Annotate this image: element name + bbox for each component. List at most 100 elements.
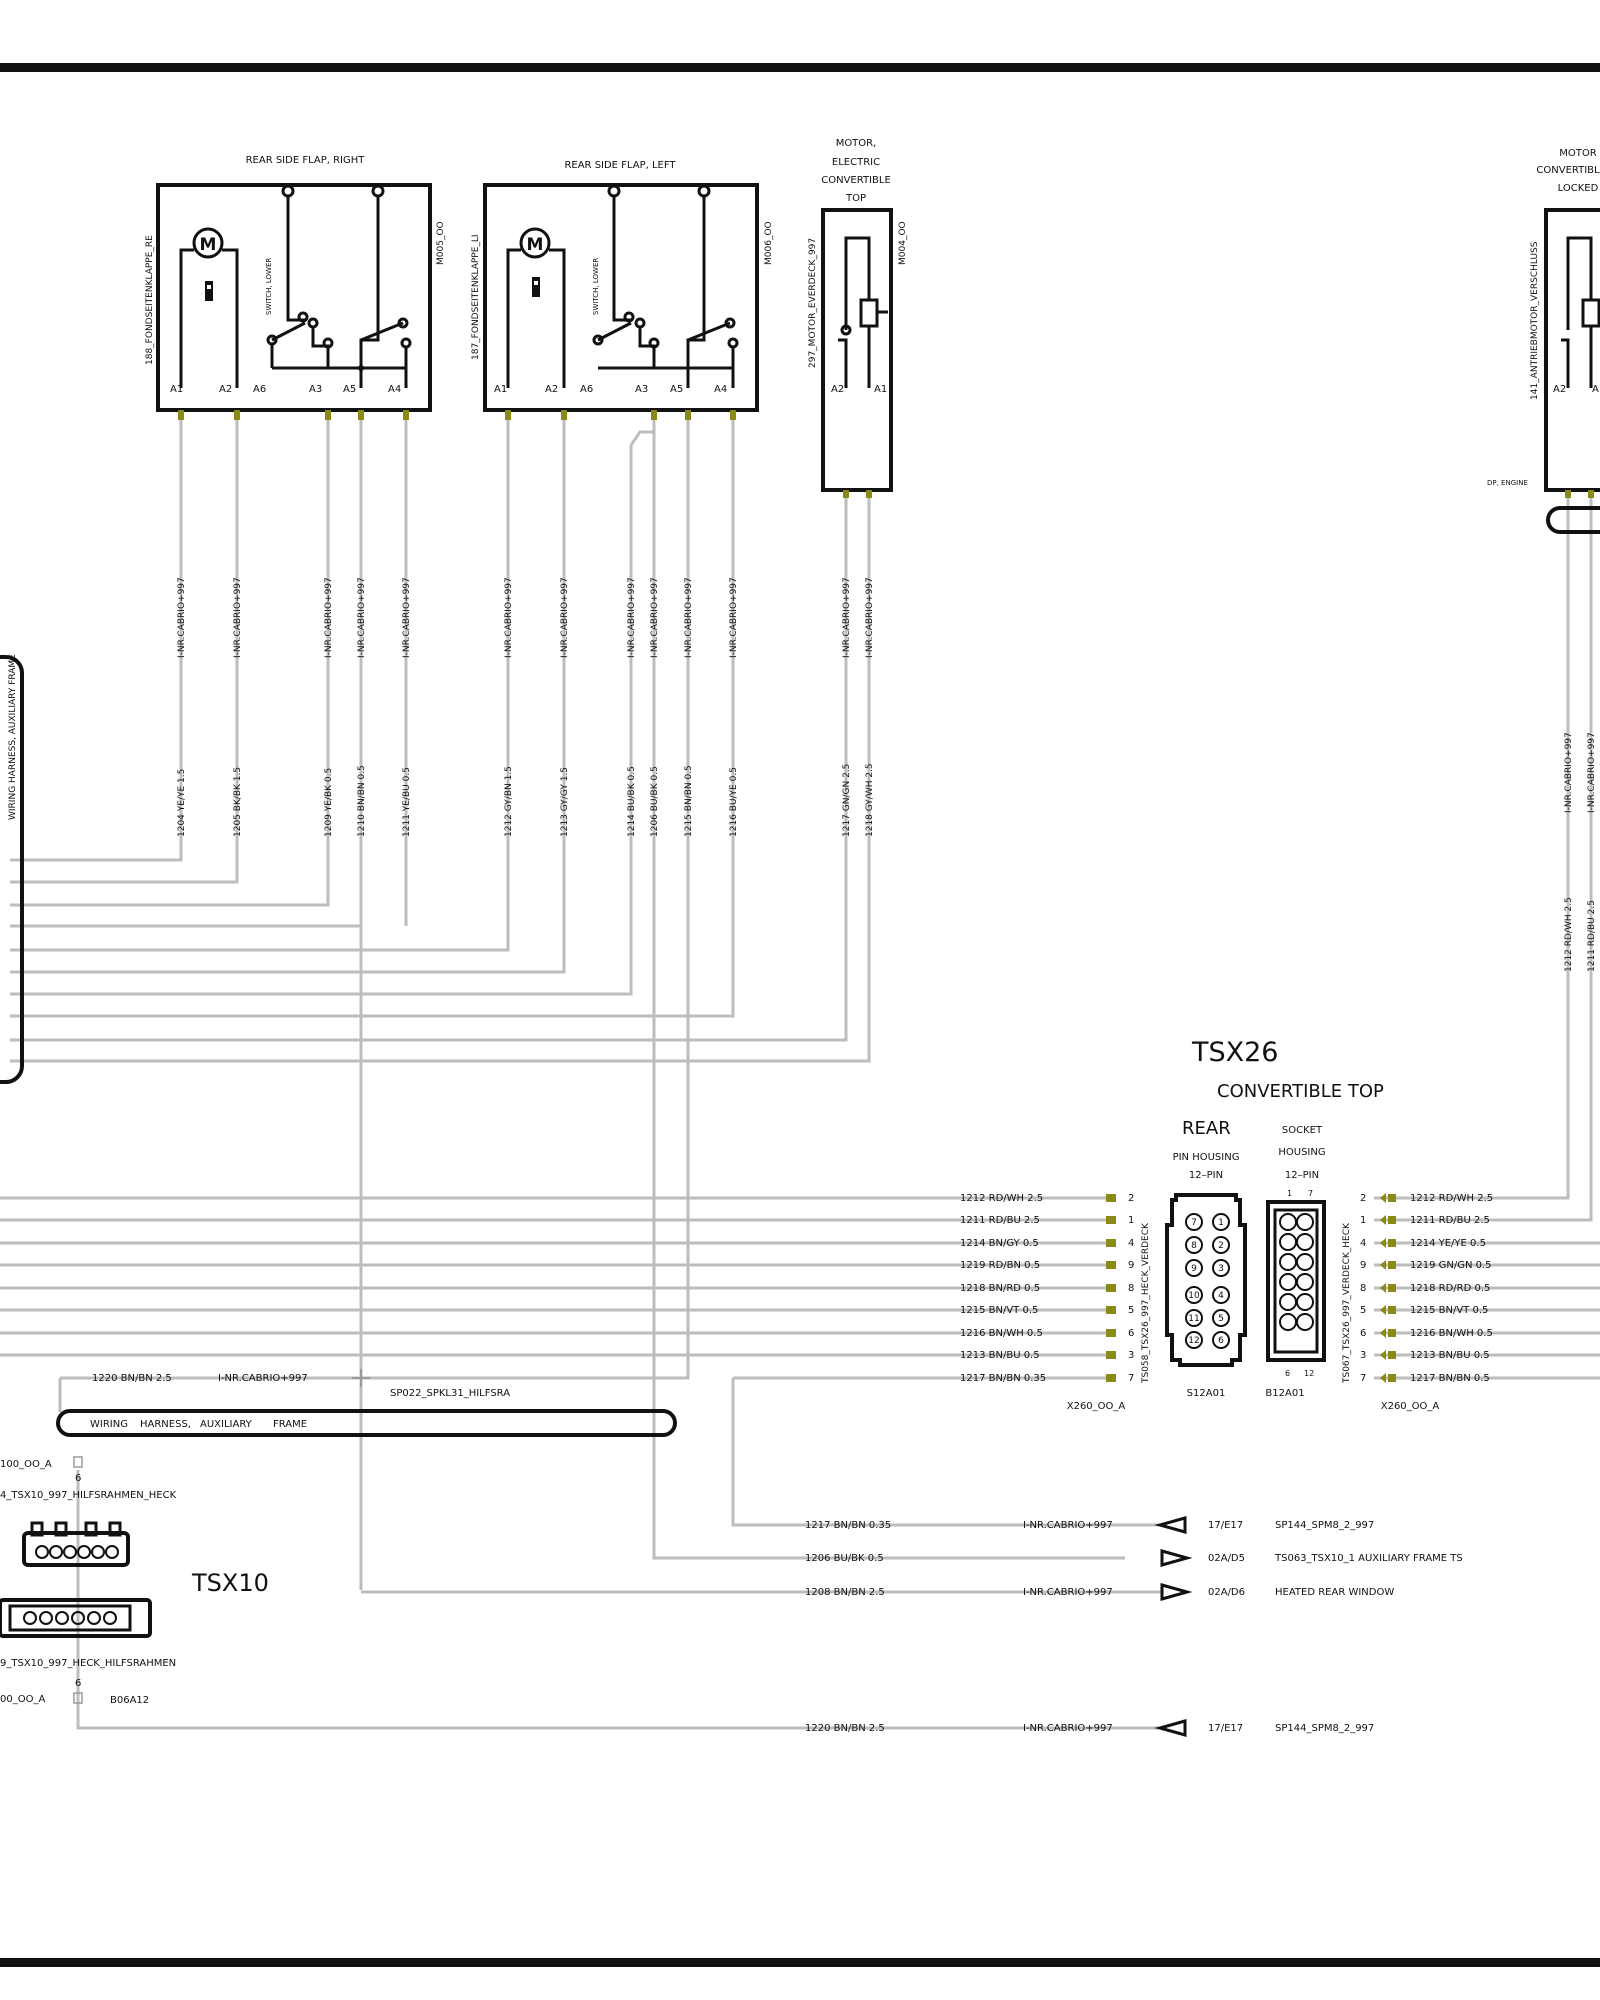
svg-text:S12A01: S12A01 <box>1187 1388 1226 1399</box>
svg-text:1209 YE/BK 0.5: 1209 YE/BK 0.5 <box>324 768 334 837</box>
svg-text:2: 2 <box>1128 1193 1134 1204</box>
svg-text:10: 10 <box>1188 1291 1200 1301</box>
svg-text:6: 6 <box>1218 1336 1224 1346</box>
svg-text:FRAME: FRAME <box>273 1419 307 1430</box>
motor-icon: M <box>506 227 566 388</box>
svg-text:1217 BN/BN 0.5: 1217 BN/BN 0.5 <box>1410 1373 1490 1384</box>
svg-text:4: 4 <box>1128 1238 1134 1249</box>
switch-symbol <box>592 184 739 388</box>
svg-text:17/E17: 17/E17 <box>1208 1723 1243 1734</box>
svg-text:1206 BU/BK 0.5: 1206 BU/BK 0.5 <box>650 766 660 837</box>
bottom-frame-bar <box>0 1958 1600 1967</box>
svg-text:AUXILIARY: AUXILIARY <box>200 1419 253 1430</box>
top-frame-bar <box>0 63 1600 72</box>
svg-text:1212 GY/BN 1.5: 1212 GY/BN 1.5 <box>504 766 514 837</box>
svg-text:1214 BN/GY 0.5: 1214 BN/GY 0.5 <box>960 1238 1039 1249</box>
svg-text:A2: A2 <box>831 384 844 395</box>
flap-right-box <box>156 183 432 412</box>
tsx10-upper-plug <box>22 1521 130 1567</box>
tsx26-connector: TSX26 CONVERTIBLE TOP REAR PIN HOUSING 1… <box>960 1037 1493 1412</box>
svg-text:9: 9 <box>1360 1260 1366 1271</box>
svg-text:9_TSX10_997_HECK_HILFSRAHMEN: 9_TSX10_997_HECK_HILFSRAHMEN <box>0 1658 176 1669</box>
tsx26-row: 1219 RD/BN 0.5 9 9 1219 GN/GN 0.5 <box>960 1260 1492 1271</box>
svg-text:1215 BN/VT 0.5: 1215 BN/VT 0.5 <box>1410 1305 1488 1316</box>
flap-left-pins: A1 A2 A6 A3 A5 A4 <box>494 384 736 420</box>
svg-text:A4: A4 <box>388 384 401 395</box>
switch-symbol <box>266 184 412 388</box>
svg-text:M004_OO: M004_OO <box>898 221 908 265</box>
svg-text:02A/D5: 02A/D5 <box>1208 1553 1245 1564</box>
svg-text:I-NR.CABRIO+997: I-NR.CABRIO+997 <box>627 577 637 658</box>
component-flap-left: REAR SIDE FLAP, LEFT 187_FONDSEITENKLAPP… <box>471 160 774 420</box>
splice-labels: 1220 BN/BN 2.5 I-NR.CABRIO+997 SP022_SPK… <box>92 1373 510 1399</box>
svg-text:LOCKED: LOCKED <box>1558 183 1599 194</box>
wire-label-1204-code: 1204 YE/YE 1.5 <box>177 769 187 837</box>
component-motor-lock: MOTOR CONVERTIBL LOCKED 141_ANTRIEBMOTOR… <box>1487 148 1600 534</box>
svg-text:1215 BN/VT 0.5: 1215 BN/VT 0.5 <box>960 1305 1038 1316</box>
svg-text:A2: A2 <box>545 384 558 395</box>
svg-text:1213 BN/BU 0.5: 1213 BN/BU 0.5 <box>1410 1350 1490 1361</box>
svg-text:1211 RD/BU 2.5: 1211 RD/BU 2.5 <box>1587 900 1597 972</box>
socket-housing-symbol: 1 7 6 12 <box>1266 1189 1326 1378</box>
flap-left-ref: M006_OO <box>764 221 774 265</box>
tsx26-subtitle: CONVERTIBLE TOP <box>1217 1081 1384 1102</box>
svg-text:1213 GY/GY 1.5: 1213 GY/GY 1.5 <box>560 767 570 837</box>
svg-text:6: 6 <box>75 1678 81 1689</box>
svg-text:4_TSX10_997_HILFSRAHMEN_HECK: 4_TSX10_997_HILFSRAHMEN_HECK <box>0 1490 177 1501</box>
svg-text:6: 6 <box>1285 1369 1290 1378</box>
motor-top-box <box>821 208 893 492</box>
svg-text:17/E17: 17/E17 <box>1208 1520 1243 1531</box>
svg-text:TS063_TSX10_1 AUXILIARY FRAME: TS063_TSX10_1 AUXILIARY FRAME TS <box>1274 1553 1463 1564</box>
svg-text:2: 2 <box>1218 1241 1224 1251</box>
reference-row: 1217 BN/BN 0.35 I-NR.CABRIO+997 17/E17 S… <box>805 1516 1374 1534</box>
svg-text:SOCKET: SOCKET <box>1282 1125 1323 1136</box>
svg-text:A6: A6 <box>580 384 593 395</box>
flap-left-side-label: 187_FONDSEITENKLAPPE_LI <box>471 234 481 360</box>
svg-text:12–PIN: 12–PIN <box>1285 1170 1319 1181</box>
tsx10-connector: 100_OO_A 6 4_TSX10_997_HILFSRAHMEN_HECK … <box>0 1456 269 1706</box>
svg-text:A2: A2 <box>1553 384 1566 395</box>
svg-text:5: 5 <box>1218 1314 1224 1324</box>
flap-right-side-label: 188_FONDSEITENKLAPPE_RE <box>145 235 155 365</box>
svg-text:A3: A3 <box>635 384 648 395</box>
tsx26-row: 1213 BN/BU 0.5 3 3 1213 BN/BU 0.5 <box>960 1350 1490 1361</box>
svg-text:A: A <box>1592 384 1599 395</box>
svg-text:1213 BN/BU 0.5: 1213 BN/BU 0.5 <box>960 1350 1040 1361</box>
flap-right-pins: A1 A2 A6 A3 A5 A4 <box>170 384 409 420</box>
svg-text:I-NR.CABRIO+997: I-NR.CABRIO+997 <box>233 577 243 658</box>
svg-text:1: 1 <box>1360 1215 1366 1226</box>
svg-text:1219 RD/BN 0.5: 1219 RD/BN 0.5 <box>960 1260 1040 1271</box>
svg-text:1214 BU/BK 0.5: 1214 BU/BK 0.5 <box>627 766 637 837</box>
svg-text:1211 RD/BU 2.5: 1211 RD/BU 2.5 <box>1410 1215 1490 1226</box>
svg-text:1212 RD/WH 2.5: 1212 RD/WH 2.5 <box>960 1193 1043 1204</box>
svg-text:4: 4 <box>1218 1291 1224 1301</box>
svg-text:TS067_TSX26_997_VERDECK_HECK: TS067_TSX26_997_VERDECK_HECK <box>1342 1222 1352 1384</box>
svg-text:I-NR.CABRIO+997: I-NR.CABRIO+997 <box>357 577 367 658</box>
svg-text:02A/D6: 02A/D6 <box>1208 1587 1245 1598</box>
tsx26-row: 1216 BN/WH 0.5 6 6 1216 BN/WH 0.5 <box>960 1328 1493 1339</box>
svg-text:1216 BN/WH 0.5: 1216 BN/WH 0.5 <box>1410 1328 1493 1339</box>
svg-text:1220 BN/BN 2.5: 1220 BN/BN 2.5 <box>805 1723 885 1734</box>
svg-text:3: 3 <box>1360 1350 1366 1361</box>
svg-text:DP, ENGINE: DP, ENGINE <box>1487 479 1528 487</box>
cross-references: 1217 BN/BN 0.35 I-NR.CABRIO+997 17/E17 S… <box>805 1516 1463 1737</box>
svg-text:297_MOTOR_EVERDECK_997: 297_MOTOR_EVERDECK_997 <box>808 238 818 368</box>
svg-text:1219 GN/GN 0.5: 1219 GN/GN 0.5 <box>1410 1260 1492 1271</box>
svg-text:X260_OO_A: X260_OO_A <box>1381 1401 1440 1412</box>
svg-text:B12A01: B12A01 <box>1265 1388 1304 1399</box>
left-harness-bracket: WIRING HARNESS, AUXILIARY FRAME <box>0 654 24 1084</box>
flap-left-switch-label: SWITCH, LOWER <box>592 258 600 315</box>
reference-row: 1206 BU/BK 0.5 02A/D5 TS063_TSX10_1 AUXI… <box>805 1549 1463 1567</box>
component-motor-convertible-top: MOTOR, ELECTRIC CONVERTIBLE TOP 297_MOTO… <box>808 138 908 498</box>
svg-text:A5: A5 <box>670 384 683 395</box>
svg-text:1: 1 <box>1287 1189 1292 1198</box>
svg-text:M: M <box>200 235 217 255</box>
wire-label-1204: I-NR.CABRIO+997 <box>177 577 187 658</box>
svg-text:A1: A1 <box>494 384 507 395</box>
svg-text:I-NR.CABRIO+997: I-NR.CABRIO+997 <box>218 1373 308 1384</box>
svg-text:I-NR.CABRIO+997: I-NR.CABRIO+997 <box>650 577 660 658</box>
svg-text:MOTOR,: MOTOR, <box>836 138 877 149</box>
tsx26-row: 1215 BN/VT 0.5 5 5 1215 BN/VT 0.5 <box>960 1305 1488 1316</box>
svg-text:A6: A6 <box>253 384 266 395</box>
tsx26-row: 1217 BN/BN 0.35 7 7 1217 BN/BN 0.5 <box>960 1373 1490 1384</box>
